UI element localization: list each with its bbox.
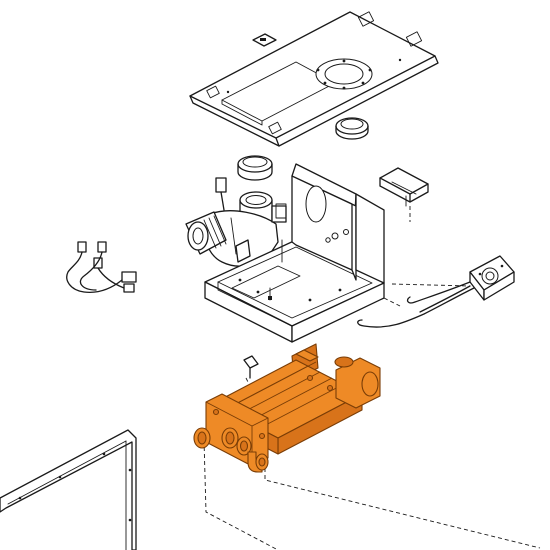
side-panel	[0, 429, 137, 550]
top-cover-plate	[189, 11, 439, 147]
sensor-clip	[243, 355, 259, 379]
assembly-guide-lines	[203, 206, 541, 550]
flue-ring	[335, 117, 369, 140]
combustion-chamber	[204, 163, 385, 343]
sensing-tube	[357, 281, 475, 328]
gasket-plate	[252, 33, 277, 47]
wiring-harness	[66, 241, 137, 294]
fan-assembly	[185, 177, 287, 267]
bracket	[379, 167, 429, 207]
pressure-switch	[469, 255, 515, 301]
heat-exchanger	[193, 343, 381, 473]
fan-ring	[237, 155, 273, 181]
